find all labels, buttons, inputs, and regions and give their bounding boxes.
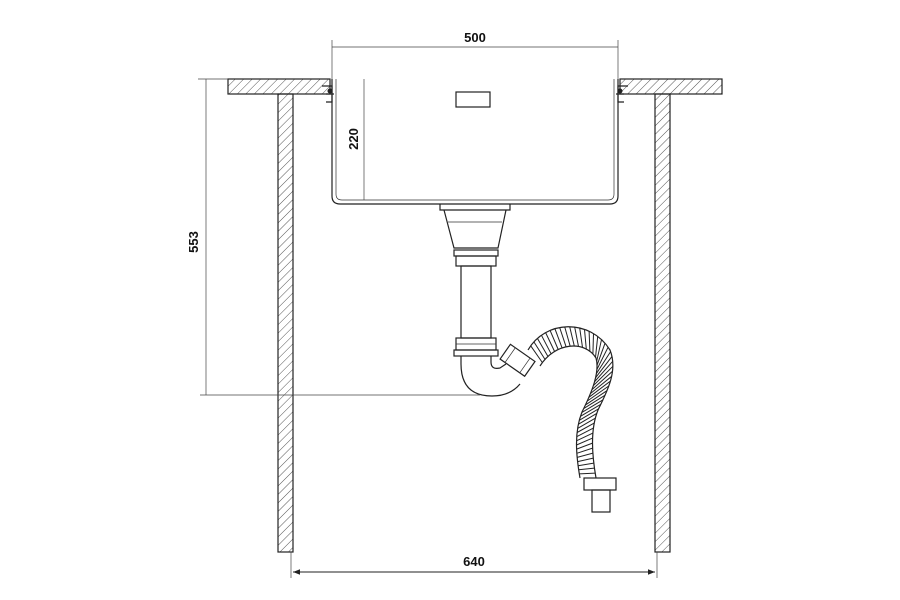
trap-coupling	[499, 343, 536, 378]
hose-rib	[595, 351, 612, 374]
hose-rib	[576, 432, 594, 442]
hose-rib	[584, 329, 587, 350]
hose-rib	[586, 385, 610, 402]
hose-rib	[578, 412, 597, 425]
dimension-640-label: 640	[463, 554, 485, 569]
dimension-220-label: 220	[346, 128, 361, 150]
hose-rib	[530, 345, 543, 363]
hose-rib	[577, 417, 596, 429]
dimension-bowl-depth: 220	[346, 79, 365, 200]
drain-assembly	[439, 204, 511, 357]
hose-rib	[592, 333, 594, 355]
drain-flange	[439, 204, 511, 211]
hose-rib	[536, 338, 549, 357]
dimension-cabinet-width: 640	[290, 552, 658, 578]
hose-rib	[533, 341, 546, 360]
countertop-left	[227, 78, 331, 95]
hose-rib	[576, 447, 593, 454]
cabinet-walls	[277, 93, 671, 553]
drain-nut-upper	[453, 249, 499, 257]
hose-rib	[554, 328, 563, 349]
hose-rib	[579, 408, 599, 421]
hose-rib	[579, 472, 596, 475]
hose-rib	[583, 394, 606, 410]
hose-rib	[576, 422, 595, 433]
cabinet-wall-right	[654, 93, 671, 553]
countertop	[227, 78, 723, 95]
hose-rib	[545, 332, 556, 352]
mounting-clips	[322, 85, 628, 103]
hose-rib	[577, 452, 594, 458]
hose-rib	[576, 427, 594, 438]
hose-rib	[595, 336, 599, 358]
hose-rib	[578, 462, 594, 467]
hose-rib	[564, 326, 571, 347]
hose-rib	[579, 327, 583, 348]
flexible-hose	[527, 326, 614, 479]
hose-rib	[596, 343, 606, 366]
hose-rib	[596, 346, 609, 370]
dimension-500-label: 500	[464, 30, 486, 45]
dimension-sink-width: 500	[331, 30, 619, 79]
hose-rib	[576, 437, 593, 446]
overflow-slot	[455, 91, 491, 108]
hose-rib	[577, 457, 594, 463]
sink-bowl	[331, 79, 619, 205]
hose-rib	[576, 442, 593, 450]
hose-outlet	[583, 477, 617, 513]
dimension-553-label: 553	[186, 231, 201, 253]
hose-rib	[596, 339, 602, 362]
hose-rib	[574, 327, 579, 347]
hose-rib	[585, 390, 608, 406]
hose-rib	[594, 360, 614, 383]
hose-rib	[580, 403, 602, 417]
tailpiece	[460, 265, 492, 339]
hose-rib	[595, 356, 613, 379]
hose-rib	[591, 370, 613, 390]
hose-rib	[559, 327, 567, 347]
hose-rib	[578, 467, 595, 471]
drain-basket	[443, 209, 507, 249]
hose-rib	[588, 331, 591, 352]
hose-rib	[588, 380, 611, 398]
dimension-counter-height: 553	[186, 78, 480, 396]
countertop-right	[619, 78, 723, 95]
hose-rib	[569, 326, 575, 347]
hose-rib	[592, 365, 614, 387]
hose-rib	[540, 334, 552, 355]
p-trap	[460, 343, 536, 397]
hose-rib	[581, 399, 604, 413]
hose-rib	[590, 375, 613, 394]
cabinet-wall-left	[277, 93, 294, 553]
hose-rib	[549, 330, 559, 350]
